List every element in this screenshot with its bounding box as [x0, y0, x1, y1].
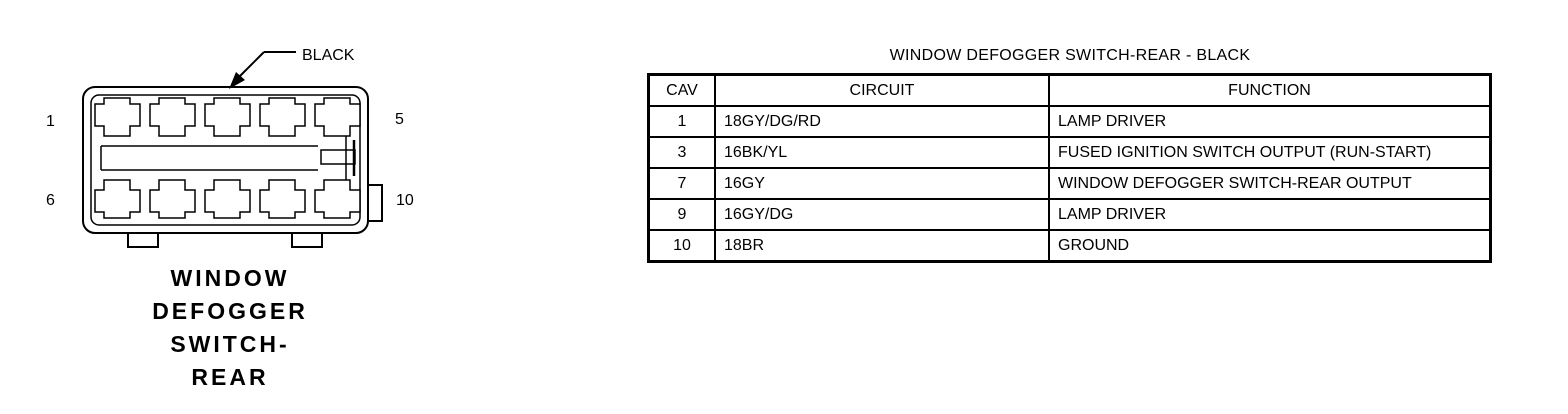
cell-circuit: 16GY/DG: [714, 198, 1050, 231]
cavity-9: [259, 179, 306, 219]
caption-line: REAR: [191, 364, 269, 390]
connector-caption: WINDOW DEFOGGER SWITCH- REAR: [110, 262, 350, 394]
cell-function: FUSED IGNITION SWITCH OUTPUT (RUN-START): [1048, 136, 1492, 169]
cavity-8: [204, 179, 251, 219]
cell-function: GROUND: [1048, 229, 1492, 263]
cell-function: LAMP DRIVER: [1048, 105, 1492, 138]
cavity-row-bottom: [94, 179, 361, 219]
cavity-6: [94, 179, 141, 219]
caption-line: WINDOW: [170, 265, 290, 291]
pinout-table: CAV CIRCUIT FUNCTION 1 18GY/DG/RD LAMP D…: [647, 73, 1492, 263]
cell-function: LAMP DRIVER: [1048, 198, 1492, 231]
wire-color-label: BLACK: [302, 47, 355, 64]
cavity-10: [314, 179, 361, 219]
cavity-4: [259, 97, 306, 137]
header-function: FUNCTION: [1048, 73, 1492, 107]
table-header-row: CAV CIRCUIT FUNCTION: [647, 73, 1492, 107]
cavity-3: [204, 97, 251, 137]
cell-cav: 1: [647, 105, 716, 138]
pin-label-5: 5: [395, 111, 404, 128]
cell-circuit: 18BR: [714, 229, 1050, 263]
cavity-5: [314, 97, 361, 137]
cell-cav: 7: [647, 167, 716, 200]
cell-function: WINDOW DEFOGGER SWITCH-REAR OUTPUT: [1048, 167, 1492, 200]
cell-cav: 3: [647, 136, 716, 169]
pin-label-10: 10: [396, 192, 414, 209]
header-circuit: CIRCUIT: [714, 73, 1050, 107]
caption-line: SWITCH-: [170, 331, 290, 357]
leader-arrow: [229, 51, 296, 89]
cell-cav: 9: [647, 198, 716, 231]
caption-line: DEFOGGER: [152, 298, 308, 324]
cavity-7: [149, 179, 196, 219]
table-row: 1 18GY/DG/RD LAMP DRIVER: [647, 105, 1492, 138]
table-row: 10 18BR GROUND: [647, 229, 1492, 263]
table-title: WINDOW DEFOGGER SWITCH-REAR - BLACK: [889, 47, 1251, 64]
cell-cav: 10: [647, 229, 716, 263]
cell-circuit: 18GY/DG/RD: [714, 105, 1050, 138]
pin-label-6: 6: [46, 192, 55, 209]
cell-circuit: 16BK/YL: [714, 136, 1050, 169]
table-row: 3 16BK/YL FUSED IGNITION SWITCH OUTPUT (…: [647, 136, 1492, 169]
table-row: 9 16GY/DG LAMP DRIVER: [647, 198, 1492, 231]
pin-label-1: 1: [46, 113, 55, 130]
cavity-1: [94, 97, 141, 137]
connector-diagram: BLACK 1 5 6 10: [46, 47, 414, 248]
cell-circuit: 16GY: [714, 167, 1050, 200]
cavity-row-top: [94, 97, 361, 137]
header-cav: CAV: [647, 73, 716, 107]
table-row: 7 16GY WINDOW DEFOGGER SWITCH-REAR OUTPU…: [647, 167, 1492, 200]
cavity-2: [149, 97, 196, 137]
